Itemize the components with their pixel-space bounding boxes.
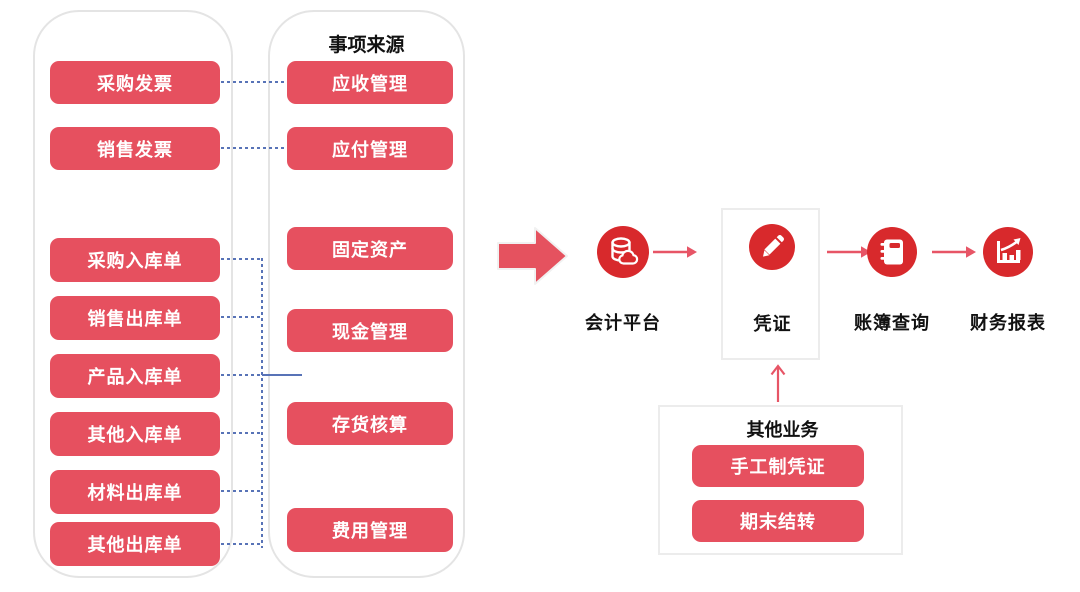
up-arrow-icon [770, 364, 786, 402]
event-source-panel-title: 事项来源 [328, 35, 405, 56]
node-manual-voucher: 手工制凭证 [692, 445, 864, 487]
flow-arrow-big [497, 226, 569, 286]
other-business-title: 其他业务 [746, 420, 819, 440]
arrow-ledger-to-report [931, 245, 977, 259]
node-cash-management: 现金管理 [287, 309, 453, 352]
node-expense-management: 费用管理 [287, 508, 453, 552]
node-period-end-carryover: 期末结转 [692, 500, 864, 542]
connector-product-inbound [221, 374, 263, 376]
node-purchase-invoice: 采购发票 [50, 61, 220, 104]
pencil-icon [749, 224, 795, 270]
database-cloud-icon [597, 226, 649, 278]
big-right-arrow-icon [497, 227, 568, 285]
node-material-outbound-order: 材料出库单 [50, 470, 220, 514]
connector-vertical-bus [261, 258, 263, 548]
right-arrow-icon [932, 246, 976, 258]
node-sales-invoice: 销售发票 [50, 127, 220, 170]
node-payable-management: 应付管理 [287, 127, 453, 170]
accounting-platform-label: 会计平台 [585, 313, 661, 333]
arrow-platform-to-voucher [652, 245, 698, 259]
node-receivable-management: 应收管理 [287, 61, 453, 104]
connector-material-outbound [221, 490, 263, 492]
connector-other-inbound [221, 432, 263, 434]
node-other-outbound-order: 其他出库单 [50, 522, 220, 566]
node-sales-outbound-order: 销售出库单 [50, 296, 220, 340]
financial-report-label: 财务报表 [970, 313, 1046, 333]
node-fixed-assets: 固定资产 [287, 227, 453, 270]
voucher-box: 凭证 [721, 208, 820, 360]
arrow-other-to-voucher [768, 364, 788, 404]
node-product-inbound-order: 产品入库单 [50, 354, 220, 398]
connector-bus-to-sources [262, 374, 302, 376]
connector-purchase-invoice [221, 81, 287, 83]
connector-other-outbound [221, 543, 263, 545]
ledger-query-label: 账簿查询 [854, 313, 930, 333]
right-arrow-icon [653, 246, 697, 258]
node-purchase-inbound-order: 采购入库单 [50, 238, 220, 282]
connector-sales-outbound [221, 316, 263, 318]
voucher-label: 凭证 [753, 314, 792, 334]
node-other-inbound-order: 其他入库单 [50, 412, 220, 456]
right-arrow-icon [827, 246, 871, 258]
arrow-voucher-to-ledger [826, 245, 872, 259]
node-inventory-accounting: 存货核算 [287, 402, 453, 445]
event-source-panel [268, 10, 465, 578]
ledger-book-icon [867, 227, 917, 277]
other-business-panel: 其他业务 手工制凭证 期末结转 [658, 405, 903, 555]
connector-sales-invoice [221, 147, 287, 149]
connector-purchase-inbound [221, 258, 263, 260]
bar-chart-icon [983, 227, 1033, 277]
